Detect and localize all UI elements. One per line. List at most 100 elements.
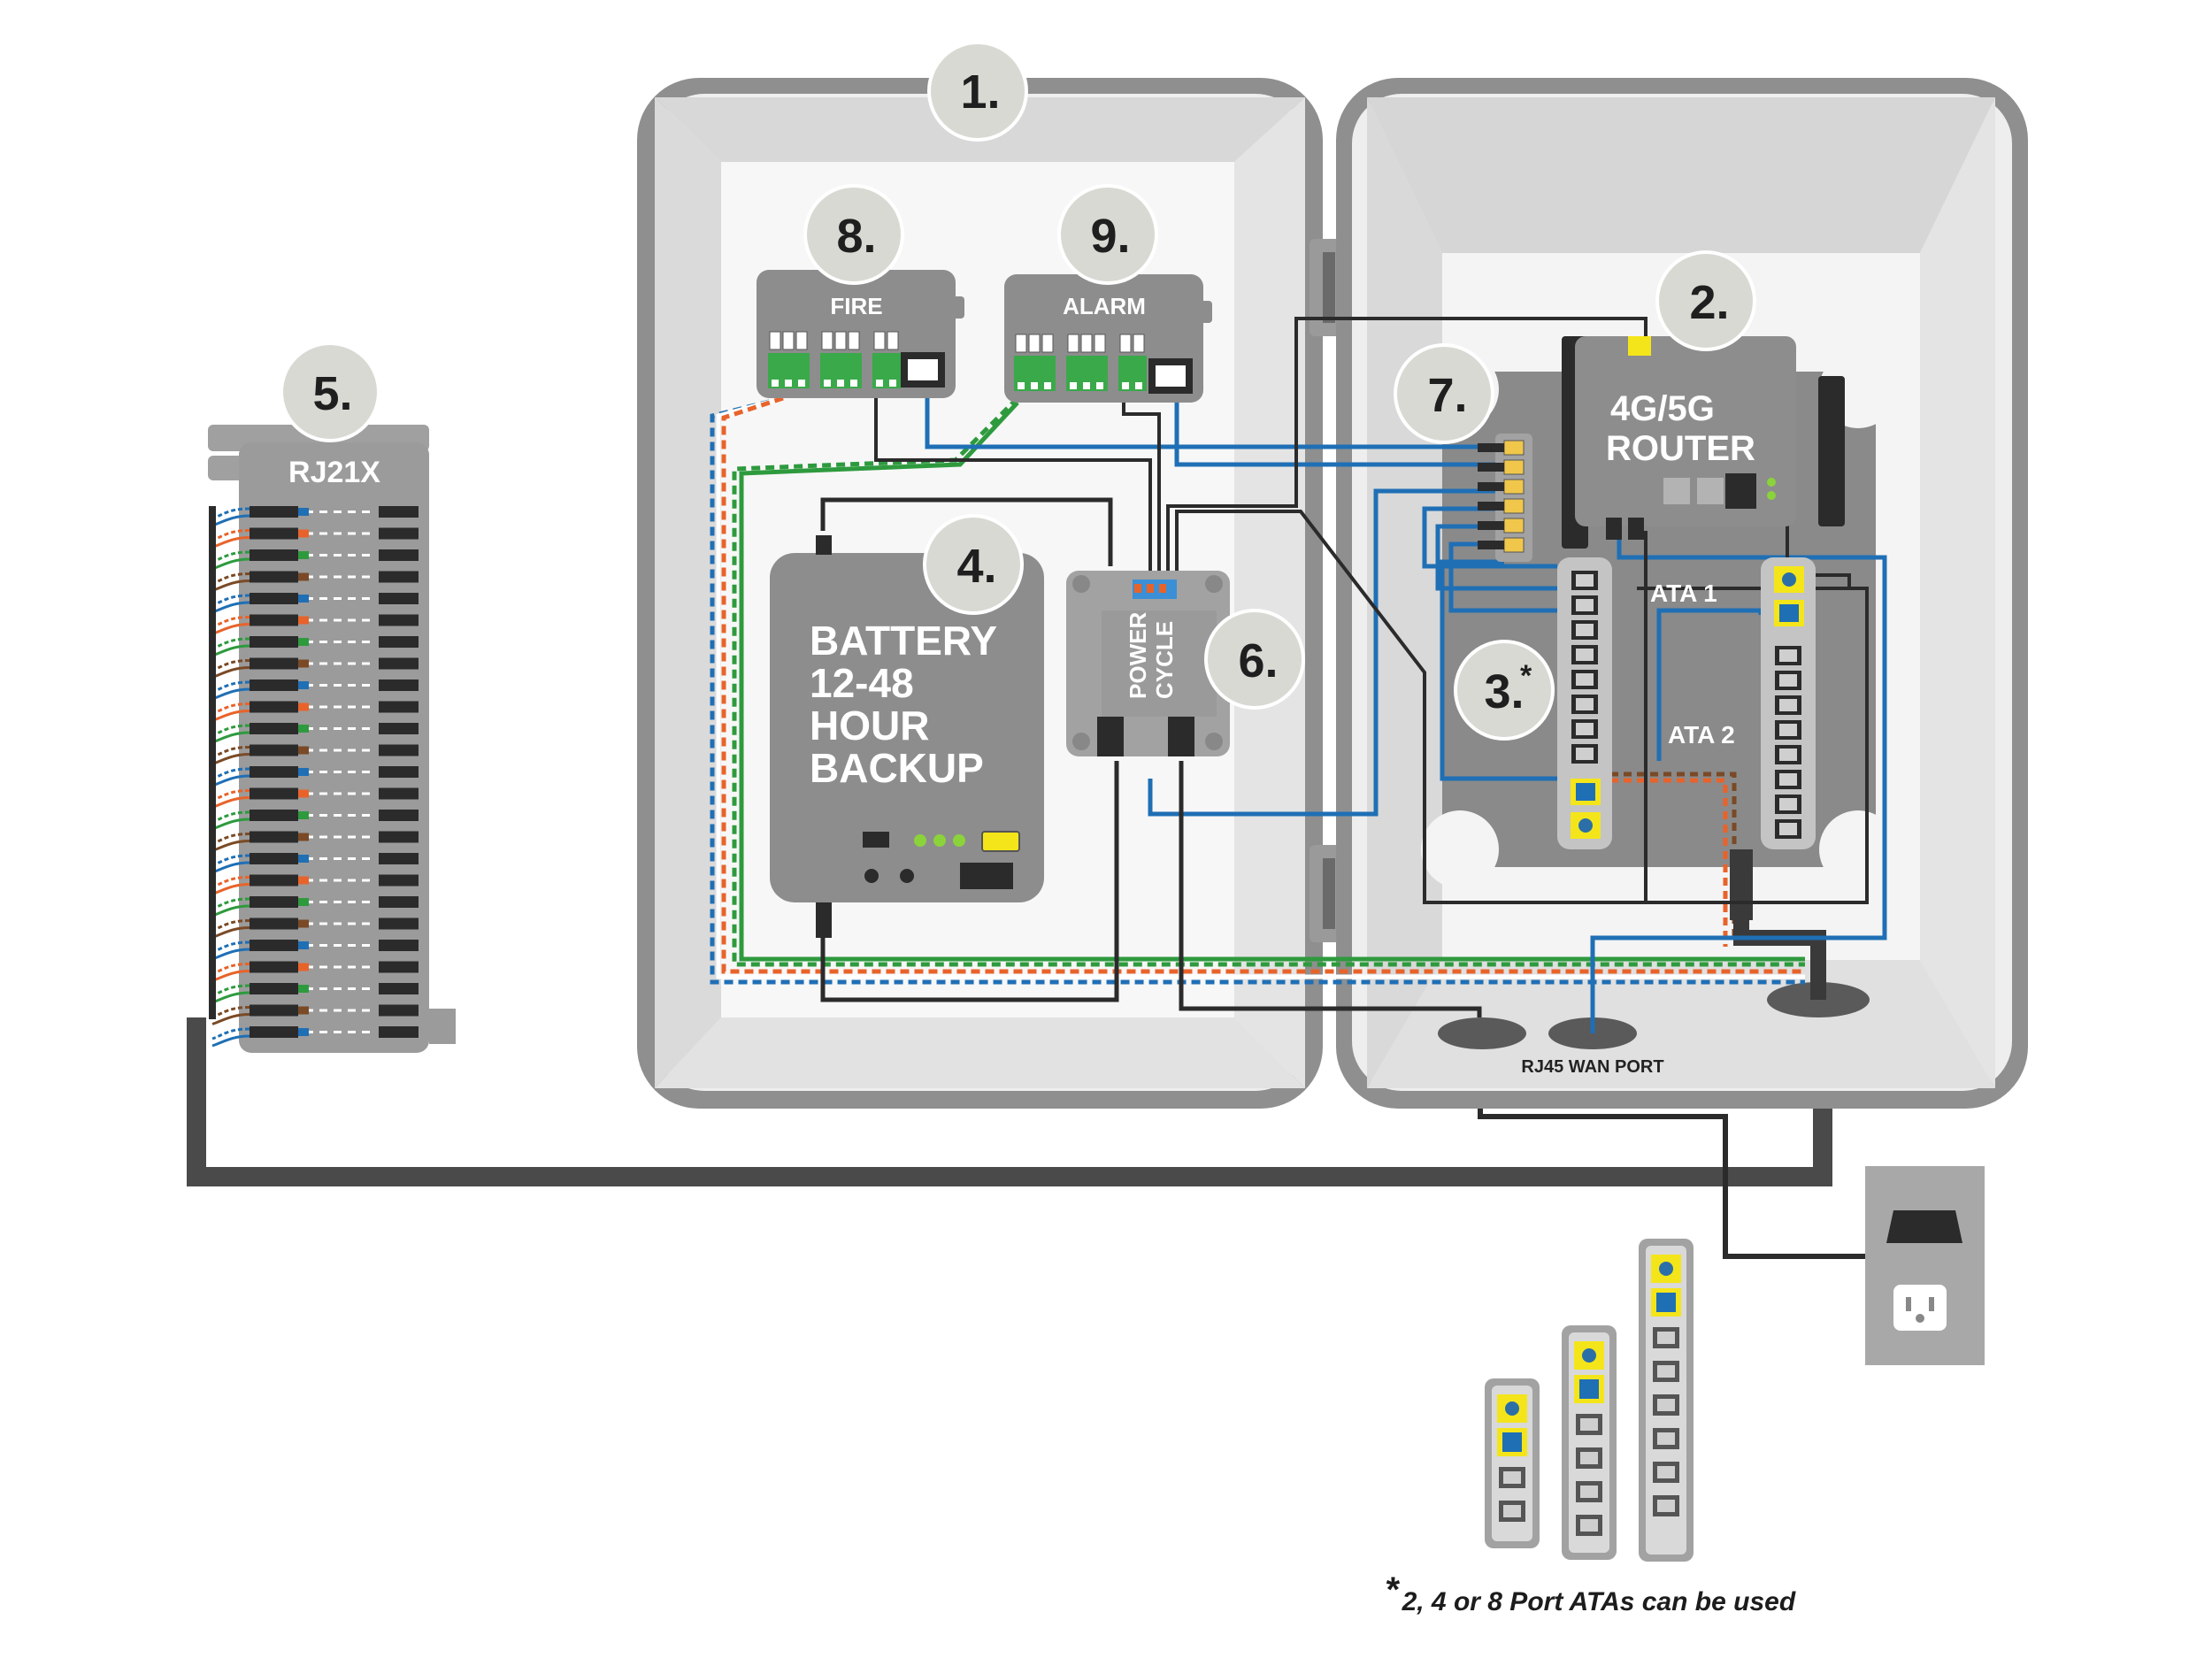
wire-end (298, 898, 309, 906)
wire-pair (211, 1034, 250, 1048)
marker-7-text: 7. (1427, 369, 1467, 422)
ata-port-inner (1779, 749, 1797, 761)
ata-port-inner (1503, 1471, 1521, 1484)
power-switch[interactable] (960, 863, 1013, 889)
terminal-screw (821, 331, 833, 350)
battery-label-4: BACKUP (810, 745, 984, 791)
status-led (933, 834, 946, 847)
punch-terminal (250, 874, 298, 887)
rj21x-block: RJ21X (208, 425, 456, 1053)
ata-power-socket (1659, 1262, 1673, 1276)
wire-end (298, 768, 309, 776)
punch-slot (319, 705, 327, 709)
fire-label: FIRE (830, 293, 882, 319)
punch-terminal (379, 701, 419, 713)
wire-end (298, 725, 309, 733)
punch-terminal (250, 1026, 298, 1038)
dc-jack (864, 869, 879, 883)
status-led (953, 834, 965, 847)
alarm-label: ALARM (1063, 293, 1146, 319)
punch-slot (348, 597, 356, 600)
punch-slot (362, 511, 370, 513)
wire-end (298, 616, 309, 625)
punch-terminal (379, 636, 419, 648)
ata-port-inner (1576, 624, 1594, 636)
wire-end (298, 789, 309, 798)
wire-end (298, 811, 309, 819)
punch-slot (334, 554, 342, 557)
ata-port-inner (1580, 1486, 1598, 1498)
punch-terminal (379, 766, 419, 778)
ata-power-socket (1505, 1401, 1519, 1416)
terminal-screw (848, 331, 860, 350)
punch-slot (319, 901, 327, 903)
ata-port-inner (1576, 723, 1594, 735)
terminal-pin (850, 380, 857, 387)
ata-port-inner (1657, 1466, 1675, 1478)
punch-slot (305, 532, 313, 535)
punch-slot (348, 901, 356, 903)
punch-slot (319, 641, 327, 643)
punch-terminal (250, 917, 298, 930)
marker-9: 9. (1057, 184, 1158, 285)
punch-slot (305, 618, 313, 622)
wire-pair (211, 1013, 250, 1025)
ata-port-inner (1580, 1452, 1598, 1464)
dc-jack (900, 869, 914, 883)
punch-slot (362, 727, 370, 730)
punch-slot (348, 684, 356, 687)
punch-terminal (379, 614, 419, 626)
marker-3-asterisk: * (1520, 659, 1532, 693)
switch-plug (1478, 443, 1504, 452)
punch-slot (334, 532, 342, 535)
ata2-label: ATA 2 (1668, 721, 1735, 749)
terminal-pin (1070, 382, 1077, 389)
punch-slot (362, 1009, 370, 1012)
battery-label-3: HOUR (810, 702, 929, 749)
punch-terminal (379, 810, 419, 821)
wire-end (298, 529, 309, 538)
marker-5-text: 5. (312, 367, 352, 420)
terminal-screw (1119, 334, 1132, 353)
punch-slot (334, 987, 342, 990)
wire-pair (211, 1027, 250, 1040)
power-cycle-label-2: CYCLE (1151, 621, 1178, 699)
punch-terminal (250, 896, 298, 908)
punch-terminal (379, 593, 419, 604)
punch-slot (334, 1031, 342, 1033)
ata-lan-port (1502, 1432, 1522, 1452)
ata-1: ATA 1 (1557, 557, 1717, 849)
ata-port-inner (1503, 1505, 1521, 1517)
wire-end (298, 681, 309, 689)
switch-ports (1478, 440, 1525, 553)
punch-slot (362, 857, 370, 860)
terminal-screw (782, 331, 795, 350)
punch-slot (334, 618, 342, 622)
punch-slot (334, 771, 342, 773)
ata1-ports (1571, 571, 1598, 764)
terminal-screw (834, 331, 847, 350)
punch-slot (305, 749, 313, 752)
punch-terminal (379, 1026, 419, 1038)
terminal-screw (887, 331, 899, 350)
punch-slot (305, 575, 313, 579)
punch-terminal (379, 831, 419, 843)
switch-plug (1478, 521, 1504, 530)
switch-port (1503, 498, 1525, 514)
punch-slot (362, 792, 370, 795)
switch-port (1503, 440, 1525, 456)
punch-slot (305, 727, 313, 730)
switch-plug (1478, 482, 1504, 491)
punch-slot (319, 684, 327, 687)
punch-terminal (250, 657, 298, 670)
punch-slot (362, 965, 370, 969)
alarm-panel: ALARM (1004, 274, 1212, 403)
terminal-screw (1028, 334, 1041, 353)
wire-bundle (209, 506, 216, 1019)
usb-port (863, 832, 889, 848)
ata-port-inner (1657, 1365, 1675, 1378)
punch-slot (334, 597, 342, 600)
punch-slot (319, 597, 327, 600)
punch-slot (348, 835, 356, 839)
wire-end (298, 985, 309, 993)
